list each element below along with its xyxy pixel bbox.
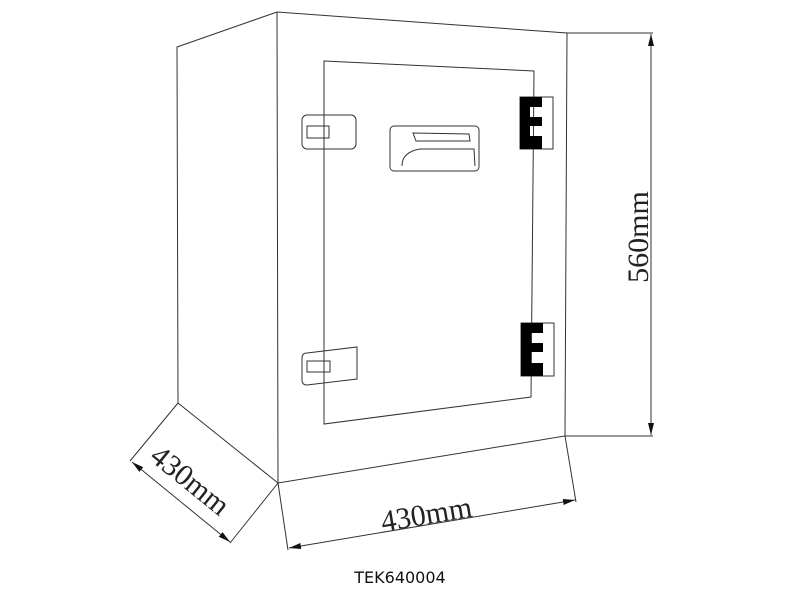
latch-bottom (301, 346, 358, 386)
cabinet-body (176, 11, 568, 484)
dimension-width: 430mm (277, 435, 577, 551)
latch-top (301, 114, 357, 150)
dimension-height: 560mm (565, 32, 655, 437)
handle (389, 125, 480, 172)
hinge-bottom (520, 322, 555, 377)
dimension-height-label: 560mm (622, 191, 655, 283)
model-caption: TEK640004 (354, 568, 446, 587)
dimension-width-label: 430mm (379, 491, 475, 539)
door (323, 60, 535, 425)
hinge-top (519, 96, 554, 150)
